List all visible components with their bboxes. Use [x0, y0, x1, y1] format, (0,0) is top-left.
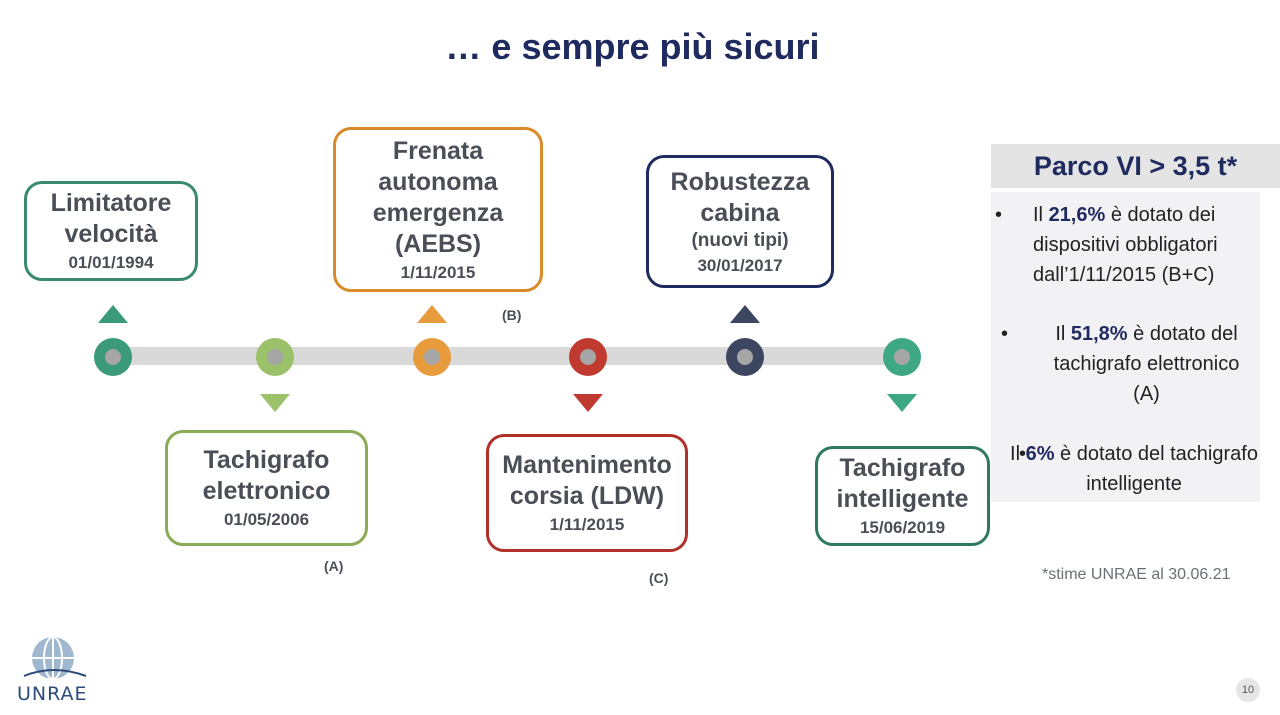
event-date: 30/01/2017: [697, 255, 783, 275]
footnote: *stime UNRAE al 30.06.21: [1042, 566, 1231, 583]
event-name: Tachigrafo intelligente: [836, 454, 969, 513]
stat-bullet: • Il 51,8% è dotato del tachigrafo elett…: [1001, 319, 1254, 409]
timeline-node: [94, 338, 132, 376]
event-name: Tachigrafo elettronico: [202, 446, 331, 505]
pointer-down-icon: [260, 394, 290, 412]
bullet-icon: •: [1019, 443, 1027, 465]
bullet-value: 6%: [1025, 443, 1055, 465]
bullet-icon: •: [1001, 323, 1009, 345]
timeline-node: [256, 338, 294, 376]
bullet-pre: Il: [1033, 204, 1049, 226]
pointer-down-icon: [573, 394, 603, 412]
bullet-pre: Il: [1055, 323, 1071, 345]
stat-bullet: • Il 6% è dotato del tachigrafo intellig…: [1009, 439, 1259, 499]
bullet-post: è dotato del tachigrafo elettronico (A): [1053, 323, 1240, 405]
pointer-up-icon: [730, 305, 760, 323]
event-box-tachigrafo-elettronico: Tachigrafo elettronico 01/05/2006: [165, 430, 368, 546]
bullet-icon: •: [995, 204, 1003, 226]
timeline-node: [883, 338, 921, 376]
bullet-value: 51,8%: [1070, 323, 1128, 345]
timeline-node: [569, 338, 607, 376]
event-box-limitatore: Limitatore velocità 01/01/1994: [24, 181, 198, 281]
pointer-up-icon: [98, 305, 128, 323]
unrae-globe-logo: [23, 636, 87, 680]
event-box-tachigrafo-intelligente: Tachigrafo intelligente 15/06/2019: [815, 446, 990, 546]
event-date: 1/11/2015: [549, 515, 625, 534]
reference-letter-c: (C): [649, 570, 669, 586]
event-date: 01/05/2006: [223, 510, 310, 529]
event-box-ldw: Mantenimento corsia (LDW) 1/11/2015: [486, 434, 688, 552]
event-name: Frenata autonoma emergenza (AEBS): [372, 136, 504, 258]
bullet-pre: Il: [1010, 443, 1026, 465]
timeline-track: [112, 347, 904, 365]
pointer-down-icon: [887, 394, 917, 412]
event-sub: (nuovi tipi): [691, 229, 789, 251]
event-box-robustezza: Robustezza cabina (nuovi tipi) 30/01/201…: [646, 155, 834, 288]
event-box-aebs: Frenata autonoma emergenza (AEBS) 1/11/2…: [333, 127, 543, 292]
timeline-node: [726, 338, 764, 376]
timeline-node: [413, 338, 451, 376]
panel-header: Parco VI > 3,5 t*: [991, 144, 1280, 188]
slide-title: … e sempre più sicuri: [445, 26, 820, 67]
event-name: Robustezza cabina: [670, 167, 810, 227]
bullet-post: è dotato dei dispositivi obbligatori dal…: [1033, 204, 1218, 286]
reference-letter-b: (B): [502, 307, 522, 323]
stat-bullet: • Il 21,6% è dotato dei dispositivi obbl…: [995, 200, 1258, 290]
event-name: Mantenimento corsia (LDW): [502, 451, 672, 510]
page-number: 10: [1236, 678, 1260, 702]
bullet-value: 21,6%: [1048, 204, 1106, 226]
reference-letter-a: (A): [324, 558, 344, 574]
event-date: 15/06/2019: [859, 518, 946, 537]
stats-panel: • Il 21,6% è dotato dei dispositivi obbl…: [991, 192, 1260, 502]
event-name: Limitatore velocità: [50, 189, 172, 248]
event-date: 1/11/2015: [400, 262, 476, 282]
bullet-post: è dotato del tachigrafo intelligente: [1054, 443, 1258, 495]
event-date: 01/01/1994: [68, 253, 154, 272]
logo-text: UNRAE: [17, 683, 88, 705]
pointer-up-icon: [417, 305, 447, 323]
